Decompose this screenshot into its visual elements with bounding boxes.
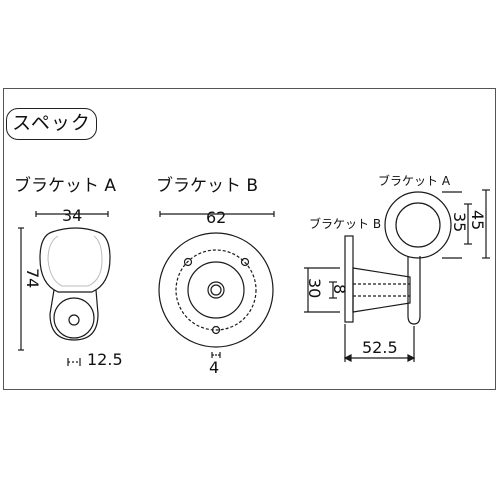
side-view-label-b: ブラケット B (309, 217, 382, 231)
bracket-a-head-outline (39, 227, 111, 293)
bracket-a-plate-outline (49, 289, 99, 341)
side-view-label-a: ブラケット A (378, 174, 451, 188)
side-view-depth-dim: 52.5 (362, 338, 398, 357)
bracket-b-center-ring (207, 281, 225, 299)
spec-panel-frame (3, 88, 496, 390)
side-ring-inner (395, 202, 441, 248)
side-depth-arrow-left (343, 354, 352, 362)
bracket-a-title: ブラケット A (14, 176, 117, 196)
bracket-b-flange-outer (158, 232, 274, 348)
bracket-a-plate-circle (53, 297, 95, 339)
bracket-b-title: ブラケット B (156, 176, 259, 196)
bracket-a-offset-dim: 12.5 (87, 350, 123, 369)
bracket-b-screw-hole-2 (240, 257, 250, 267)
bracket-b-boss (187, 261, 245, 319)
side-ring-outer (384, 191, 452, 259)
side-ring-stem (407, 256, 421, 325)
bracket-b-hole-dim: 4 (209, 358, 220, 377)
side-wall-plate (344, 235, 354, 323)
bracket-b-flange-dashed (175, 249, 257, 331)
side-view-drawing (304, 189, 490, 362)
side-depth-arrow-right (407, 354, 416, 362)
bracket-a-width-dim: 34 (62, 206, 83, 225)
bracket-b-drawing (158, 211, 275, 358)
side-cone (352, 267, 411, 313)
bracket-a-screw-hole (68, 314, 80, 326)
bracket-b-screw-hole-1 (183, 257, 193, 267)
spec-badge: スペック (6, 108, 97, 140)
bracket-b-center-hole (210, 284, 222, 296)
bracket-b-screw-hole-3 (211, 325, 221, 335)
bracket-a-drawing (18, 211, 111, 366)
bracket-a-head-shading (47, 235, 103, 287)
